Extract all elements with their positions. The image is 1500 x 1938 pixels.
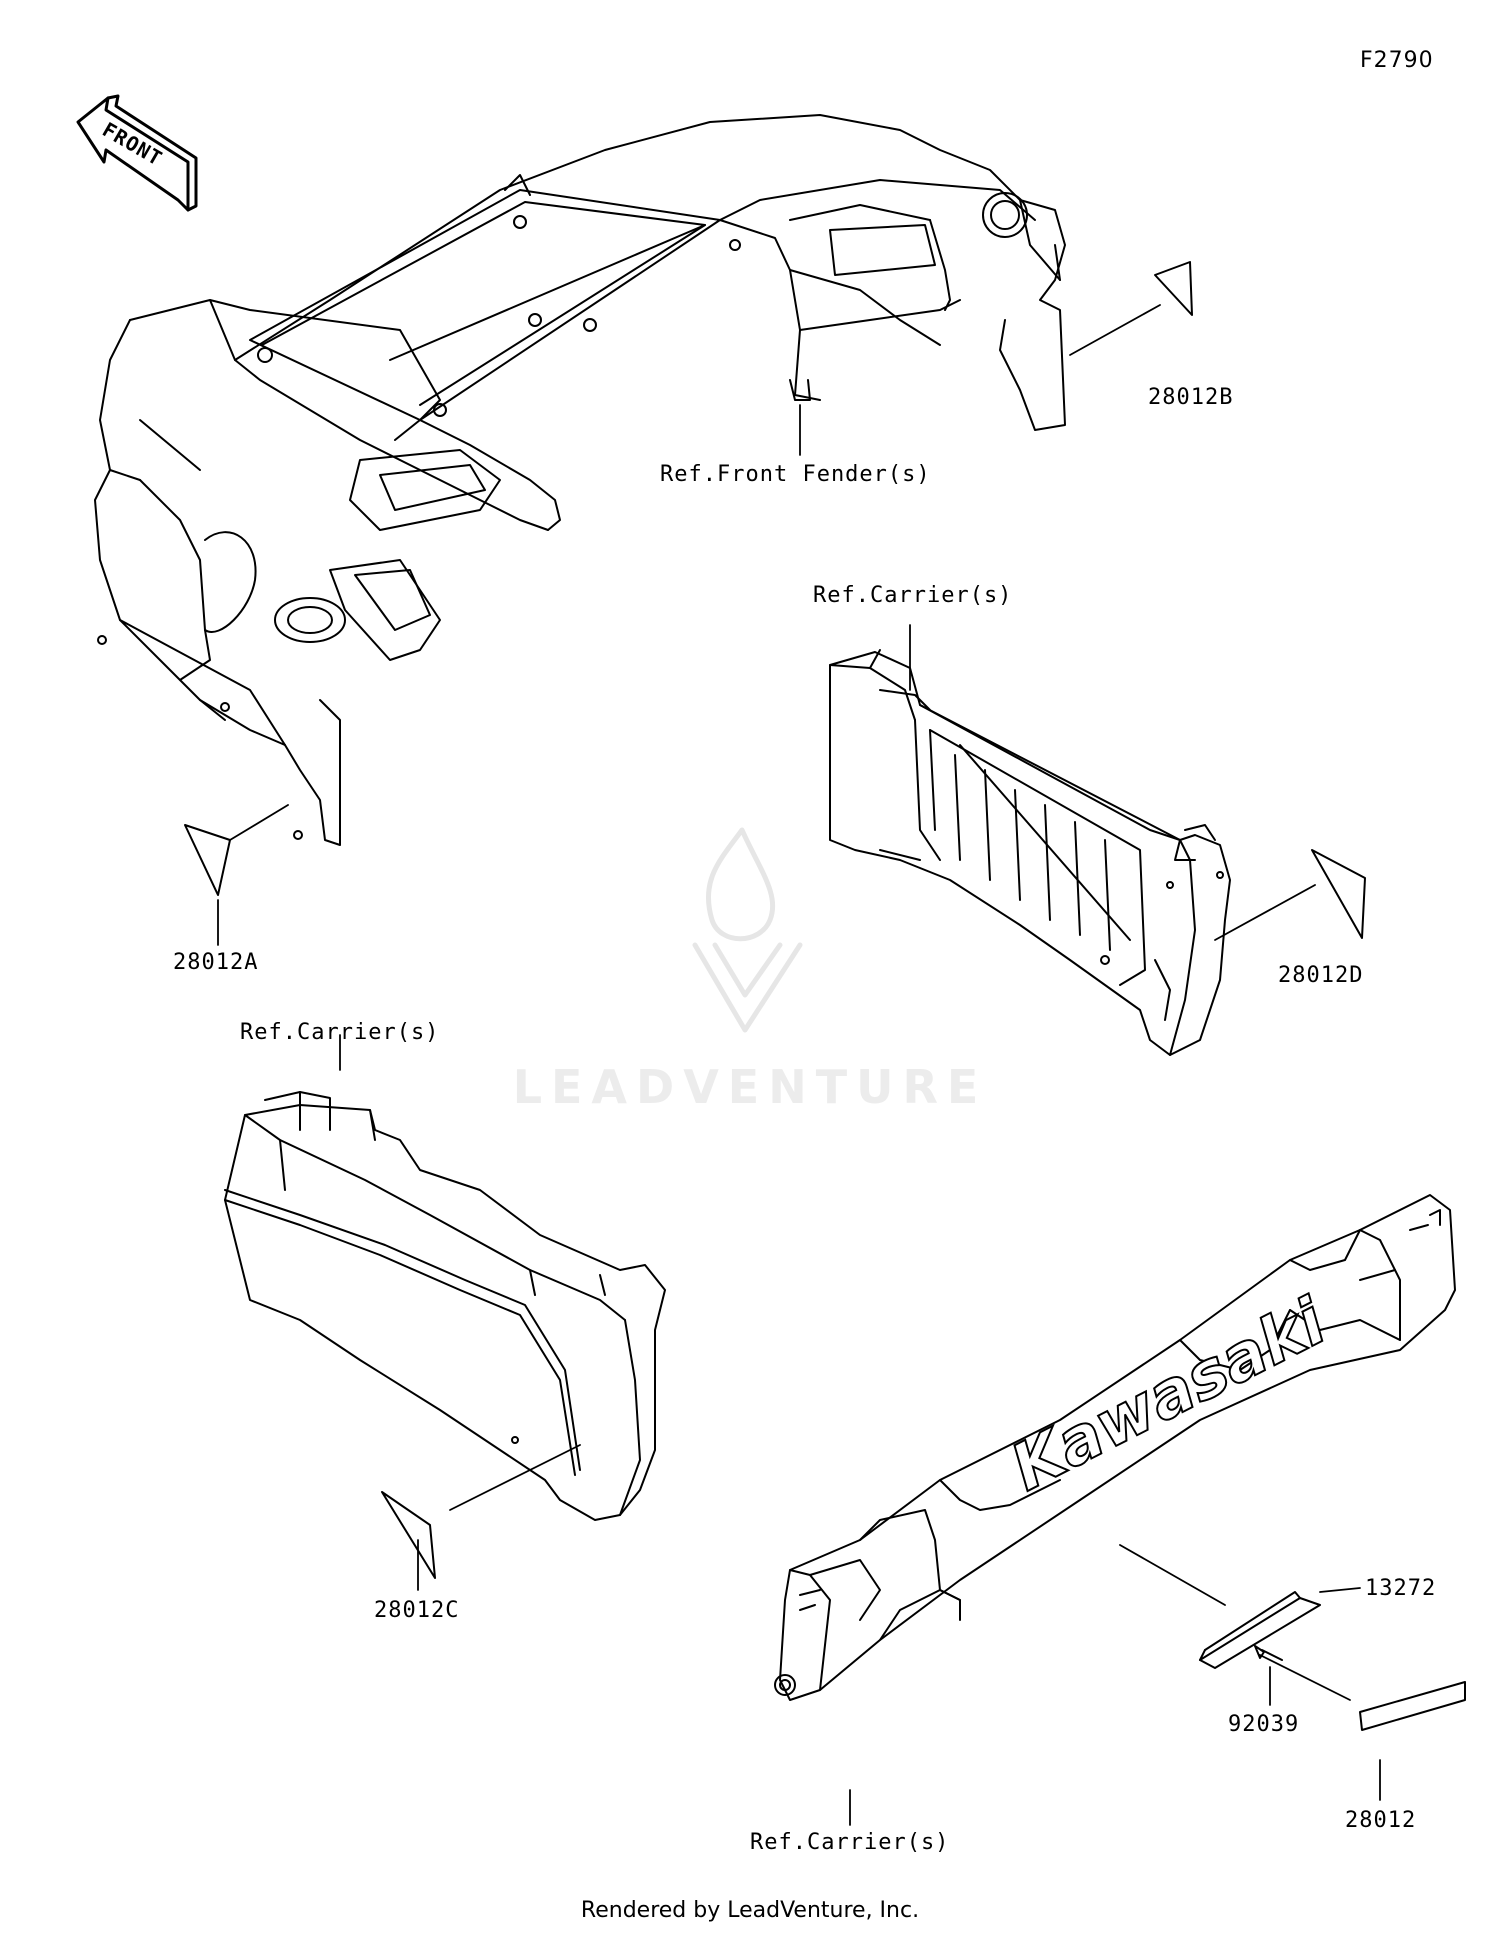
- left-carrier-panel: [224, 1091, 666, 1521]
- callout-ref-carrier-left[interactable]: Ref.Carrier(s): [240, 1020, 440, 1045]
- callout-ref-carrier-bottom[interactable]: Ref.Carrier(s): [750, 1830, 950, 1855]
- figure-code: F2790: [1360, 48, 1434, 73]
- callout-ref-front-fender[interactable]: Ref.Front Fender(s): [660, 462, 931, 487]
- decal-28012: [1359, 1681, 1466, 1731]
- decal-28012D: [1311, 849, 1366, 939]
- watermark-text: LEADVENTURE: [512, 1060, 988, 1114]
- front-fender-assembly: [94, 114, 1066, 846]
- callout-28012C[interactable]: 28012C: [374, 1598, 460, 1623]
- callout-ref-carrier-right[interactable]: Ref.Carrier(s): [813, 583, 1013, 608]
- callout-13272[interactable]: 13272: [1365, 1576, 1437, 1601]
- reflector-13272: [1199, 1591, 1321, 1669]
- callout-28012A[interactable]: 28012A: [173, 950, 259, 975]
- decal-28012A: [184, 824, 231, 896]
- callout-28012B[interactable]: 28012B: [1148, 385, 1234, 410]
- front-arrow: [76, 94, 198, 212]
- tailgate-panel: [774, 1194, 1456, 1701]
- decal-28012C: [381, 1491, 436, 1579]
- callout-92039[interactable]: 92039: [1228, 1712, 1300, 1737]
- decal-28012B: [1154, 261, 1193, 316]
- watermark-logo: [692, 827, 803, 1033]
- callout-28012[interactable]: 28012: [1345, 1808, 1417, 1833]
- callout-28012D[interactable]: 28012D: [1278, 963, 1364, 988]
- right-carrier-panel: [829, 649, 1231, 1056]
- bolt-92039: [1254, 1645, 1283, 1661]
- footer-credit: Rendered by LeadVenture, Inc.: [580, 1898, 920, 1923]
- leader-lines: [217, 304, 1381, 1826]
